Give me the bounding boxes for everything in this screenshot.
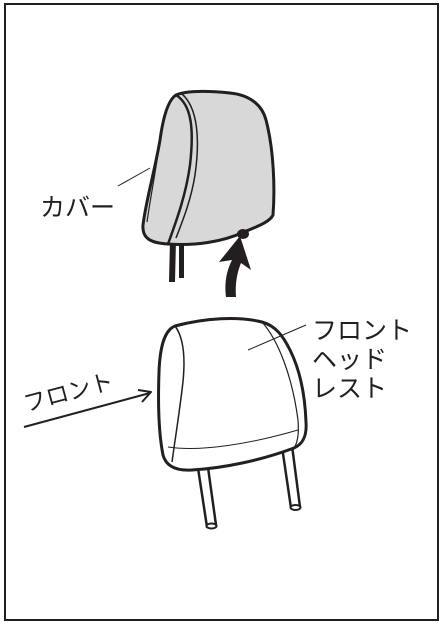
install-arrow-icon bbox=[219, 236, 251, 297]
headrest-side-seam bbox=[171, 325, 185, 463]
cover-inner-seam bbox=[175, 93, 199, 239]
cover-strap-left bbox=[169, 240, 176, 282]
cover-label: カバー bbox=[40, 193, 115, 222]
cover-left-edge bbox=[146, 139, 161, 223]
headrest-leader-line bbox=[247, 324, 307, 351]
cover-illustration bbox=[141, 89, 276, 282]
headrest-bottom-seam bbox=[167, 429, 299, 449]
headrest-label-line1: フロント bbox=[312, 316, 412, 345]
front-direction-arrow bbox=[23, 392, 151, 428]
cover-side-seam bbox=[166, 93, 193, 245]
headrest-label-line3: レスト bbox=[312, 374, 387, 403]
headrest-illustration bbox=[156, 317, 308, 530]
cover-strap-right bbox=[179, 240, 184, 278]
cover-body bbox=[141, 89, 276, 246]
front-direction-indicator: フロント bbox=[21, 369, 152, 428]
headrest-label-line2: ヘッド bbox=[312, 345, 387, 374]
cover-leader-line bbox=[117, 167, 151, 187]
front-direction-label: フロント bbox=[21, 369, 117, 418]
headrest-body bbox=[156, 317, 308, 472]
